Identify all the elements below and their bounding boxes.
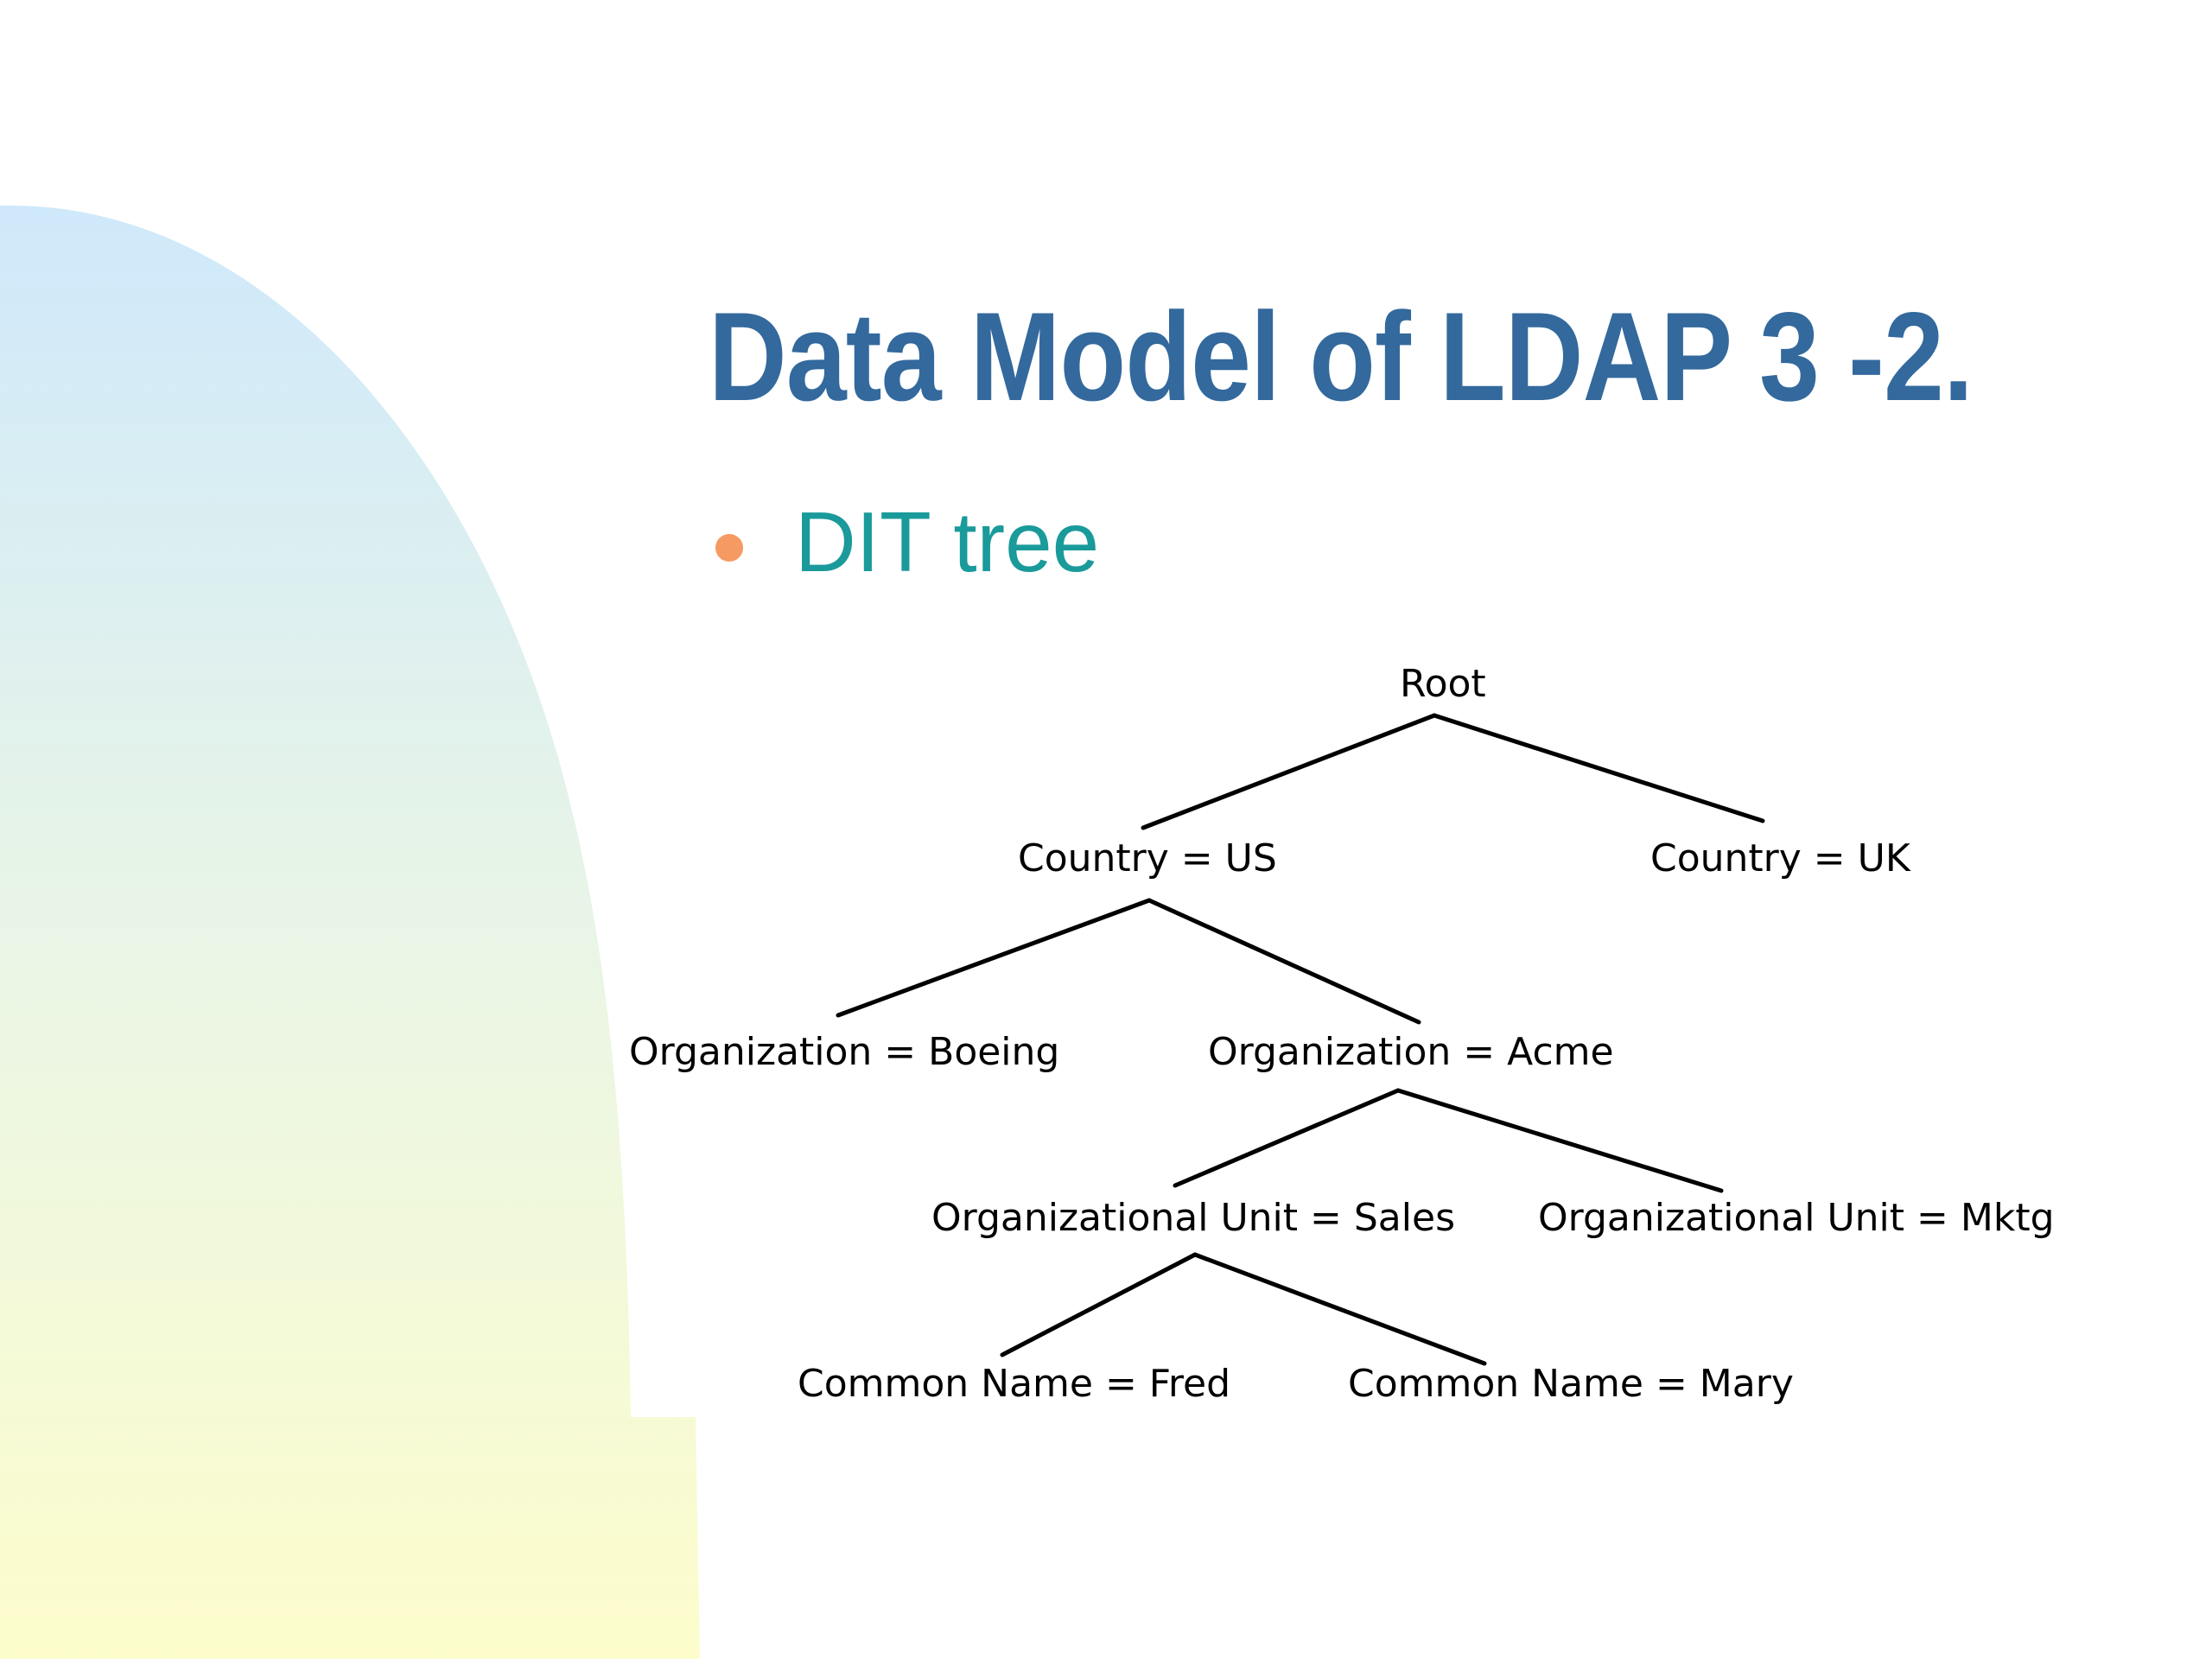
- node-country-us: Country = US: [1018, 836, 1277, 880]
- node-root: Root: [1400, 662, 1486, 706]
- edge-us-acme: [1147, 898, 1421, 1025]
- edge-sales-fred: [1000, 1252, 1198, 1357]
- edge-acme-mktg: [1395, 1088, 1724, 1193]
- edge-root-us: [1141, 713, 1437, 830]
- node-org-acme: Organization = Acme: [1208, 1030, 1614, 1074]
- edge-acme-sales: [1173, 1088, 1401, 1188]
- node-ou-sales: Organizational Unit = Sales: [931, 1196, 1455, 1240]
- bullet-text: DIT tree: [795, 494, 1100, 589]
- edge-sales-mary: [1192, 1252, 1487, 1366]
- node-ou-mktg: Organizational Unit = Mktg: [1538, 1196, 2055, 1240]
- bullet-dot-icon: [715, 534, 743, 562]
- node-org-boeing: Organization = Boeing: [629, 1030, 1059, 1074]
- edge-us-boeing: [836, 898, 1152, 1018]
- tree-edges: [836, 713, 1765, 1366]
- slide-title: Data Model of LDAP 3 -2.: [709, 286, 1974, 427]
- node-cn-mary: Common Name = Mary: [1348, 1362, 1794, 1406]
- node-cn-fred: Common Name = Fred: [798, 1362, 1230, 1406]
- edge-root-uk: [1432, 713, 1765, 823]
- node-country-uk: Country = UK: [1650, 836, 1911, 880]
